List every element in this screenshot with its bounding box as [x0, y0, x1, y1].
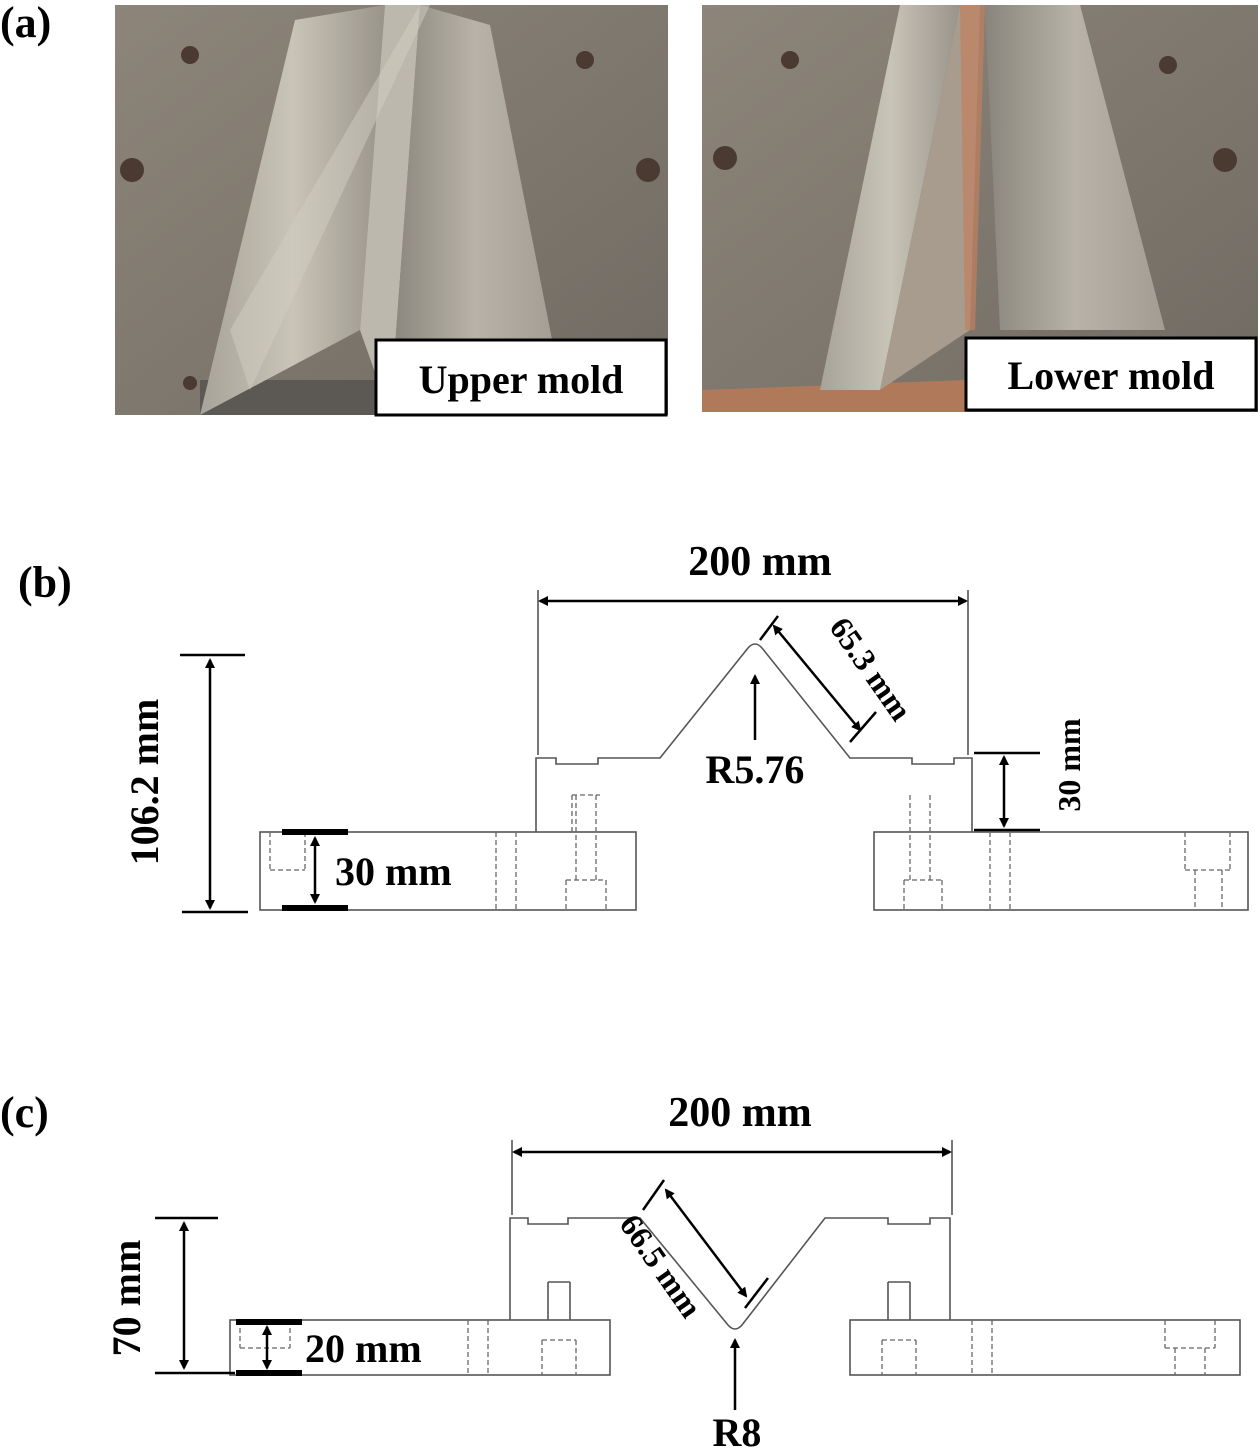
lower-radius-label: R8: [713, 1410, 762, 1450]
upper-block-height-dim: 30 mm: [1051, 718, 1087, 812]
lower-mold-caption: Lower mold: [1007, 353, 1214, 398]
panel-a-label: (a): [0, 0, 51, 47]
lower-total-height-dim: 70 mm: [104, 1240, 149, 1357]
upper-mold-drawing: [259, 643, 1249, 911]
upper-mold-dimensions: 200 mm 65.3 mm R5.76 30 mm 106.2 mm 30 m…: [122, 539, 1087, 914]
upper-slope-dim: 65.3 mm: [823, 610, 920, 727]
upper-mold-caption: Upper mold: [419, 357, 624, 402]
upper-plate-height-dim: 30 mm: [335, 849, 452, 894]
upper-mold-caption-box: [374, 338, 668, 417]
upper-radius-label: R5.76: [706, 747, 805, 792]
lower-plate-height-dim: 20 mm: [305, 1326, 422, 1371]
upper-width-dim: 200 mm: [688, 539, 831, 585]
lower-slope-dim: 66.5 mm: [613, 1207, 710, 1324]
upper-mold-photo: Upper mold: [115, 5, 668, 417]
lower-mold-caption-box: [964, 336, 1258, 412]
lower-mold-drawing: [229, 1217, 1241, 1376]
lower-mold-dimensions: 200 mm 66.5 mm R8 70 mm 20 mm: [104, 1090, 953, 1450]
lower-mold-photo: Lower mold: [702, 5, 1258, 412]
panel-c-label: (c): [0, 1088, 49, 1137]
upper-total-height-dim: 106.2 mm: [122, 699, 167, 866]
lower-width-dim: 200 mm: [668, 1090, 811, 1136]
panel-b-label: (b): [18, 558, 72, 607]
